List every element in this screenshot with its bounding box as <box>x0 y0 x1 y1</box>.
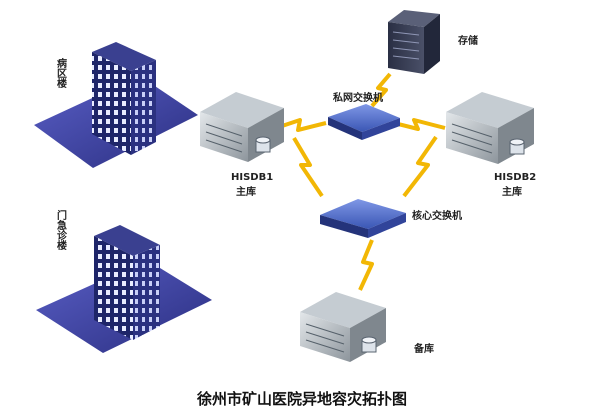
core-switch-label: 核心交换机 <box>412 209 462 222</box>
storage-side-face <box>424 14 440 74</box>
link-group <box>281 72 446 291</box>
outpatient-building-side <box>133 245 160 340</box>
core-switch-top <box>320 199 406 229</box>
ward-building <box>34 42 198 168</box>
database-icon <box>509 138 525 155</box>
link-private-hisdb2 <box>397 118 446 131</box>
link-hisdb1-private <box>281 118 327 132</box>
core-switch <box>320 199 406 238</box>
storage-drive-slots <box>392 31 420 60</box>
hisdb2-server <box>446 92 534 164</box>
link-storage-private <box>370 72 392 108</box>
hisdb2-role-label: 主库 <box>502 185 522 198</box>
outpatient-building-label: 门急诊楼 <box>55 209 67 251</box>
backup-side <box>350 308 386 362</box>
outpatient-building <box>36 225 212 353</box>
private-switch-side <box>362 118 400 140</box>
diagram-title: 徐州市矿山医院异地容灾拓扑图 <box>196 390 407 408</box>
ward-building-side <box>131 60 156 155</box>
private-switch <box>328 104 400 140</box>
core-switch-side <box>368 213 406 238</box>
hisdb2-name-label: HISDB2 <box>494 172 536 183</box>
database-icon <box>361 336 377 353</box>
private-switch-top <box>328 104 400 132</box>
link-hisdb1-core <box>292 136 324 198</box>
hisdb1-drive-bays <box>205 123 243 153</box>
backup-label: 备库 <box>413 342 434 355</box>
hisdb2-side <box>498 108 534 164</box>
core-switch-front <box>320 215 368 238</box>
hisdb1-role-label: 主库 <box>236 185 256 198</box>
database-icon <box>255 136 271 153</box>
private-switch-label: 私网交换机 <box>332 91 383 104</box>
outpatient-building-front <box>94 236 133 340</box>
hisdb1-server <box>200 92 284 162</box>
backup-drive-bays <box>305 323 345 353</box>
backup-server <box>300 292 386 362</box>
outpatient-building-roof <box>94 225 160 256</box>
ward-building-roof <box>92 42 156 71</box>
hisdb2-drive-bays <box>451 123 493 154</box>
link-hisdb2-core <box>402 135 438 198</box>
storage-top-face <box>388 10 440 27</box>
storage-label: 存储 <box>458 34 478 47</box>
link-core-backup <box>358 239 374 291</box>
ward-building-label: 病区楼 <box>55 57 67 89</box>
backup-top <box>300 292 386 328</box>
hisdb2-top <box>446 92 534 128</box>
storage-tower <box>388 10 440 74</box>
private-switch-front <box>328 117 362 140</box>
hisdb1-name-label: HISDB1 <box>231 172 273 183</box>
ward-building-front <box>92 52 131 155</box>
